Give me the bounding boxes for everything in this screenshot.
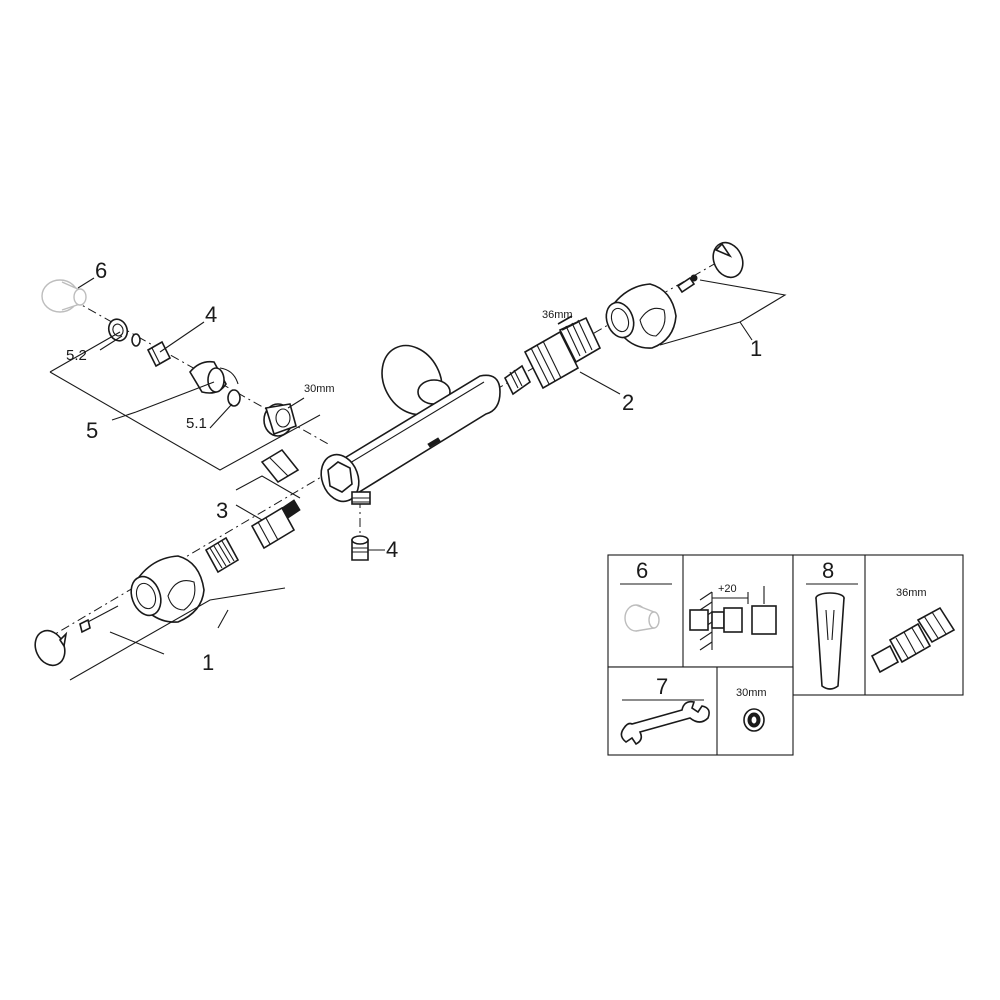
box-6-wall-mount-icon [689, 586, 777, 651]
callout-5-2: 5.2 [66, 347, 87, 364]
callout-1-right: 1 [750, 336, 762, 361]
callout-5-1: 5.1 [186, 415, 207, 432]
cold-side-cartridge [204, 499, 301, 574]
box-7-size: 30mm [736, 687, 767, 699]
box-7-label: 7 [656, 674, 668, 699]
box-7-nut-icon [743, 708, 765, 732]
callout-4-top: 4 [205, 302, 217, 327]
filter-cap-part-6 [41, 279, 87, 313]
clip-part-3 [260, 448, 300, 484]
eccentric-part-5-1 [189, 360, 241, 407]
callout-4-bottom: 4 [386, 537, 398, 562]
hot-side-cap [712, 241, 744, 279]
callout-labels: 1 2 6 4 5.2 5 5.1 3 4 1 36mm 30mm [66, 258, 762, 675]
hot-side-screw [676, 274, 698, 294]
callout-3: 3 [216, 498, 228, 523]
box-6-filter-icon [624, 604, 660, 632]
nipple-part-4-top [146, 340, 172, 368]
box-8-label: 8 [822, 558, 834, 583]
tools-reference-box: 6 +20 8 36mm [607, 554, 964, 756]
strainer-part-5-2 [107, 318, 141, 347]
cold-side-cap [34, 629, 68, 667]
nut-30mm [263, 403, 297, 437]
callout-2: 2 [622, 390, 634, 415]
box-8-socket-tool-icon [815, 592, 845, 690]
box-8-size: 36mm [896, 587, 927, 599]
box-8-cartridge-icon [870, 606, 956, 674]
cold-side-screw [79, 605, 119, 634]
callout-5: 5 [86, 418, 98, 443]
box-6-offset: +20 [718, 583, 737, 595]
hot-side-handle-sleeve [605, 283, 677, 349]
callout-1-left: 1 [202, 650, 214, 675]
box-7-wrench-icon [620, 700, 710, 746]
nipple-part-4-bottom [351, 535, 369, 561]
thermostat-valve-body [320, 344, 501, 505]
cold-side-handle-sleeve [130, 555, 205, 623]
callout-6: 6 [95, 258, 107, 283]
dimension-36mm: 36mm [542, 309, 573, 321]
leader-lines [49, 277, 787, 681]
hot-side-cartridge [503, 315, 602, 396]
box-6-label: 6 [636, 558, 648, 583]
dimension-30mm: 30mm [304, 383, 335, 395]
